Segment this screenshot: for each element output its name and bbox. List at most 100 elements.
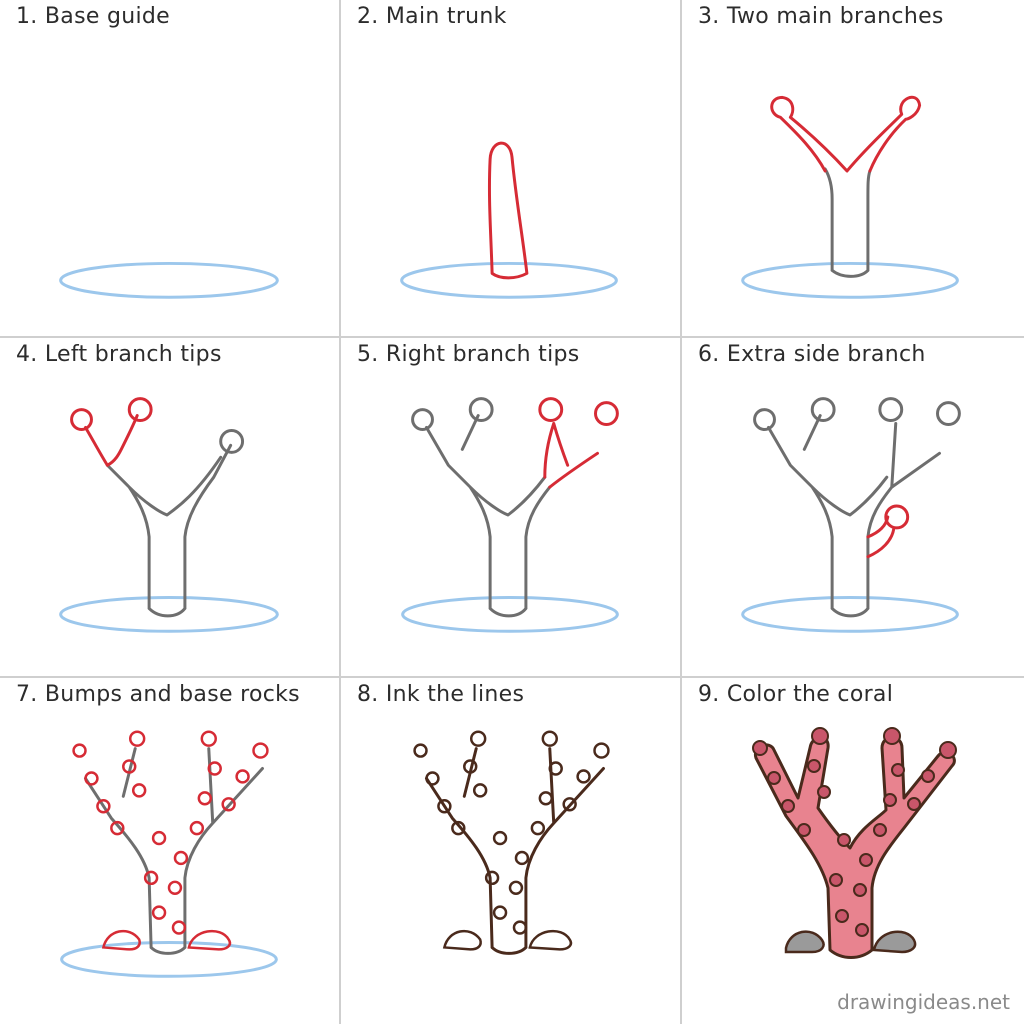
bump	[797, 823, 811, 837]
bump	[207, 761, 222, 776]
coral-pencil-outline	[767, 414, 941, 618]
step-2-drawing	[400, 141, 618, 299]
bump	[151, 905, 167, 920]
bump	[235, 769, 250, 784]
step-6-panel: 6. Extra side branch	[682, 338, 1024, 678]
bump	[508, 880, 524, 895]
step-2-number: 2.	[357, 4, 379, 29]
bump	[151, 830, 167, 846]
bump	[907, 797, 921, 811]
step-5-panel: 5. Right branch tips	[341, 338, 682, 678]
trunk-pencil	[823, 167, 872, 278]
bump	[200, 730, 217, 747]
bump	[221, 797, 236, 812]
side-branch-tip-red	[884, 504, 910, 530]
left-tips-red	[84, 414, 139, 467]
bump	[853, 883, 867, 897]
base-guide-ellipse	[401, 595, 619, 633]
bump	[752, 740, 768, 756]
bump	[811, 727, 829, 745]
right-tip-pencil	[219, 428, 245, 454]
base-guide-ellipse	[60, 940, 278, 978]
coral-pencil-outline	[425, 414, 552, 618]
bump	[891, 763, 905, 777]
bump	[548, 761, 563, 776]
bump	[128, 730, 146, 747]
step-6-number: 6.	[698, 342, 720, 367]
left-tip-2-red	[127, 397, 153, 423]
right-tip-1	[878, 397, 904, 423]
right-tip-2	[936, 401, 961, 426]
bump	[492, 905, 508, 920]
base-rock-left	[784, 930, 825, 954]
bump	[437, 799, 452, 814]
coral-pencil-outline	[105, 443, 233, 618]
left-tip-1-red	[70, 408, 93, 431]
bump	[110, 820, 125, 836]
step-1-label: Base guide	[44, 4, 170, 29]
branches-outline	[770, 95, 922, 173]
bump	[197, 791, 212, 806]
bump	[451, 820, 466, 836]
bump	[131, 783, 147, 798]
bump	[143, 870, 159, 886]
left-tip-2	[810, 397, 836, 423]
bump	[514, 850, 530, 866]
base-rock-right	[872, 930, 917, 954]
step-7-label: Bumps and base rocks	[44, 682, 300, 707]
step-1-title: 1. Base guide	[16, 4, 170, 29]
bump	[171, 920, 187, 935]
bump-circles	[72, 730, 269, 935]
bump	[781, 799, 795, 813]
bump	[463, 759, 478, 774]
bump	[835, 909, 849, 923]
step-5-drawing	[401, 397, 619, 633]
bump	[252, 742, 269, 759]
step-1-number: 1.	[16, 4, 38, 29]
right-tips-red	[543, 422, 599, 489]
left-tip-1	[753, 408, 776, 431]
bump	[512, 920, 528, 935]
bump	[72, 743, 87, 758]
step-6-title: 6. Extra side branch	[698, 342, 926, 367]
bump	[807, 759, 821, 773]
step-7-drawing	[60, 730, 278, 978]
bump	[767, 771, 781, 785]
bump	[593, 742, 610, 759]
step-8-drawing	[413, 730, 610, 955]
base-rock-left-ink	[442, 929, 482, 951]
bump	[837, 833, 851, 847]
bump	[883, 793, 897, 807]
right-tip-1-red	[538, 397, 564, 423]
step-8-panel: 8. Ink the lines	[341, 678, 682, 1024]
bump	[921, 769, 935, 783]
bump	[883, 727, 901, 745]
bump	[873, 823, 887, 837]
step-3-panel: 3. Two main branches	[682, 0, 1024, 338]
step-9-number: 9.	[698, 682, 720, 707]
watermark: drawingideas.net	[837, 990, 1010, 1014]
base-guide-ellipse	[400, 261, 618, 299]
bump	[413, 743, 428, 758]
base-rock-left-red	[101, 929, 141, 951]
bump	[484, 870, 500, 886]
step-3-label: Two main branches	[726, 4, 944, 29]
bump	[84, 771, 99, 786]
step-6-drawing	[741, 397, 961, 633]
main-trunk	[487, 141, 529, 280]
step-5-title: 5. Right branch tips	[357, 342, 580, 367]
step-4-number: 4.	[16, 342, 38, 367]
bump-circles-ink	[413, 730, 610, 935]
step-5-label: Right branch tips	[385, 342, 580, 367]
bump	[576, 769, 591, 784]
bump	[492, 830, 508, 846]
bump	[469, 730, 487, 747]
step-1-panel: 1. Base guide	[0, 0, 341, 338]
step-9-drawing	[752, 727, 957, 959]
bump	[538, 791, 553, 806]
step-8-title: 8. Ink the lines	[357, 682, 524, 707]
step-7-number: 7.	[16, 682, 38, 707]
bump	[122, 759, 137, 774]
base-guide-ellipse	[741, 261, 959, 299]
